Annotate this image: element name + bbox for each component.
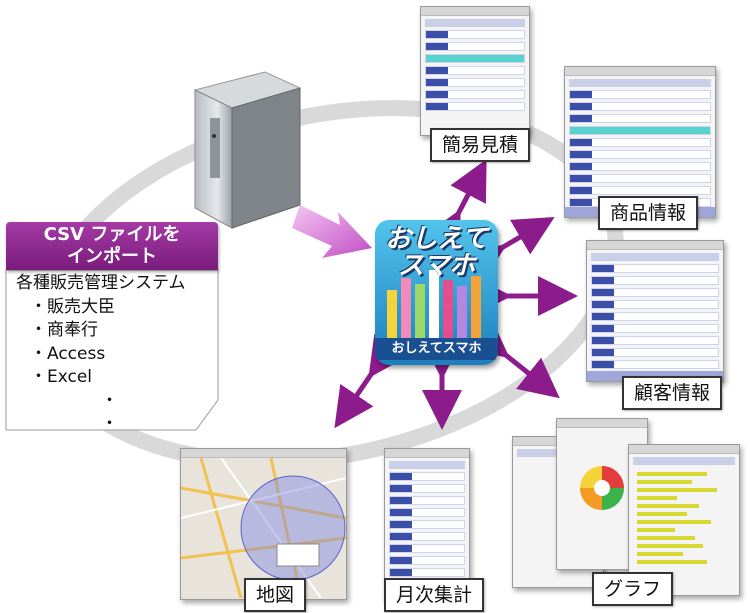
import-title-line1: CSV ファイルを xyxy=(43,224,181,245)
system-item: ・販売大臣 xyxy=(30,296,115,317)
server-icon xyxy=(193,71,302,229)
systems-list: 各種販売管理システム ・販売大臣 ・商奉行 ・Access ・Excel ・ ・ xyxy=(16,272,186,437)
bar-chart-graphic xyxy=(637,472,717,564)
graph-label: グラフ xyxy=(592,572,674,606)
pie-chart-graphic xyxy=(580,466,624,510)
arrow-product xyxy=(462,216,555,283)
system-item: ・Access xyxy=(30,343,106,364)
map-label: 地図 xyxy=(244,578,307,612)
monthly-label: 月次集計 xyxy=(384,578,485,612)
systems-paper xyxy=(5,269,219,431)
monthly-screenshot xyxy=(384,448,470,600)
system-item: ・商奉行 xyxy=(30,320,98,340)
map-graphic xyxy=(181,457,346,599)
systems-heading: 各種販売管理システム xyxy=(16,273,186,293)
csv-import-banner: CSV ファイルを インポート xyxy=(6,222,218,270)
app-caption: おしえてスマホ xyxy=(375,338,498,360)
app-title-line2: スマホ xyxy=(397,251,476,281)
map-screenshot xyxy=(180,448,347,600)
estimate-screenshot xyxy=(420,6,530,136)
ellipsis-dot: ・ xyxy=(101,390,118,411)
app-icon: おしえて スマホ おしえてスマホ xyxy=(375,220,498,365)
app-icon-title: おしえて スマホ xyxy=(375,226,498,280)
import-arrow xyxy=(292,205,372,258)
arrow-graph xyxy=(466,317,560,399)
customer-screenshot xyxy=(586,240,724,382)
estimate-label: 簡易見積 xyxy=(430,128,531,162)
graph-screenshot-pie xyxy=(556,418,648,570)
ellipsis-dot: ・ xyxy=(101,414,118,434)
graph-screenshot-bars xyxy=(628,444,740,596)
arrow-estimate xyxy=(424,159,487,254)
customer-label: 顧客情報 xyxy=(622,376,723,410)
system-item: ・Excel xyxy=(30,367,93,387)
arrow-map xyxy=(334,333,408,429)
product-label: 商品情報 xyxy=(598,196,699,230)
import-title-line2: インポート xyxy=(67,246,157,267)
bar-graphic xyxy=(387,270,481,338)
app-title-line1: おしえて xyxy=(385,224,488,254)
